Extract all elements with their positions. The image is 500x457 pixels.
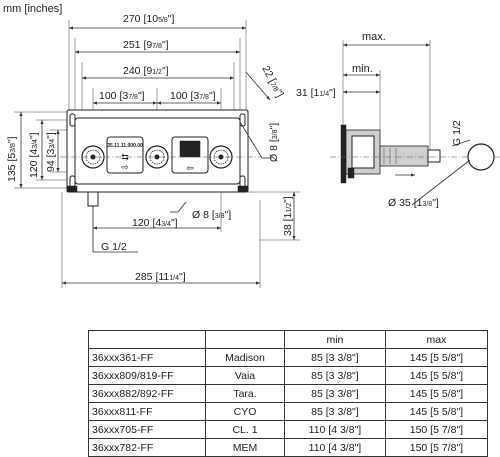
table-row: 36xxx882/892-FF Tara. 85 [3 3/8"] 145 [5… bbox=[88, 384, 489, 403]
table-header bbox=[204, 330, 286, 349]
thread-label-front: G 1/2 bbox=[101, 241, 127, 253]
max-value: 150 [5 7/8"] bbox=[384, 420, 489, 439]
arrows-swap-icon: ⇆ bbox=[121, 152, 129, 162]
model-code: 36xxx882/892-FF bbox=[88, 384, 206, 403]
model-code: 36xxx361-FF bbox=[88, 348, 206, 367]
valve-cartridge bbox=[351, 135, 375, 169]
model-code: 36xxx782-FF bbox=[88, 438, 206, 457]
inlet-connector bbox=[87, 191, 99, 207]
model-dimensions-table: min max 36xxx361-FF Madison 85 [3 3/8"] … bbox=[88, 330, 489, 457]
spindle bbox=[379, 145, 429, 167]
arrow-right-icon: ⇨ bbox=[121, 162, 129, 172]
model-name: Madison bbox=[204, 348, 286, 367]
dim-100-left-label: 100 [37/8"] bbox=[99, 90, 145, 102]
dim-285-label: 285 [111/4"] bbox=[135, 271, 186, 283]
technical-drawing: mm [inches] 270 [105/8"] 251 [97/8"] 240… bbox=[3, 3, 500, 288]
arrow-left-icon: ⇦ bbox=[186, 163, 194, 173]
brand-logo-icon bbox=[179, 140, 201, 158]
table-row: 36xxx705-FF CL. 1 110 [4 3/8"] 150 [5 7/… bbox=[88, 420, 489, 439]
table-row: 36xxx782-FF MEM 110 [4 3/8"] 150 [5 7/8"… bbox=[88, 438, 489, 457]
table-row: 36xxx809/819-FF Vaia 85 [3 3/8"] 145 [5 … bbox=[88, 366, 489, 385]
model-code: 36xxx809/819-FF bbox=[88, 366, 206, 385]
dim-120-bottom-label: 120 [43/4"] bbox=[132, 217, 178, 229]
dim-94-label: 94 [33/4"] bbox=[45, 132, 57, 172]
wall-flange bbox=[340, 124, 347, 184]
model-name: Tara. bbox=[204, 384, 286, 403]
model-name: CL. 1 bbox=[204, 420, 286, 439]
dim-8-bottom-label: Ø 8 [3/8"] bbox=[192, 209, 231, 221]
side-view: max. min. 31 [11/4"] G 1/2 Ø 35 [13/8"] bbox=[296, 31, 500, 209]
dim-38-label: 38 [11/2"] bbox=[282, 196, 294, 236]
dim-240-label: 240 [91/2"] bbox=[123, 65, 169, 77]
front-view: 270 [105/8"] 251 [97/8"] 240 [91/2"] 100… bbox=[6, 13, 300, 288]
min-value: 85 [3 3/8"] bbox=[284, 348, 386, 367]
table-header bbox=[88, 330, 206, 349]
table-row: 36xxx811-FF CYO 85 [3 3/8"] 145 [5 5/8"] bbox=[88, 402, 489, 421]
dim-251-label: 251 [97/8"] bbox=[123, 39, 169, 51]
model-name: MEM bbox=[204, 438, 286, 457]
table-header-max: max bbox=[384, 330, 489, 349]
dim-100-right-label: 100 [37/8"] bbox=[170, 90, 216, 102]
dim-22-label: 22 [7/8"] bbox=[259, 64, 286, 100]
model-name: Vaia bbox=[204, 366, 286, 385]
model-code: 36xxx811-FF bbox=[88, 402, 206, 421]
max-value: 145 [5 5/8"] bbox=[384, 384, 489, 403]
min-value: 110 [4 3/8"] bbox=[284, 438, 386, 457]
max-value: 145 [5 5/8"] bbox=[384, 402, 489, 421]
spindle-tip bbox=[427, 149, 441, 163]
table-header-min: min bbox=[284, 330, 386, 349]
min-value: 85 [3 3/8"] bbox=[284, 384, 386, 403]
max-label: max. bbox=[362, 31, 386, 43]
model-name: CYO bbox=[204, 402, 286, 421]
units-label: mm [inches] bbox=[3, 3, 62, 15]
valve-right bbox=[209, 145, 233, 169]
min-label: min. bbox=[352, 63, 373, 75]
label-plate-left bbox=[106, 136, 144, 174]
dim-8-top-label: Ø 8 [3/8"] bbox=[268, 123, 280, 162]
thread-label-side: G 1/2 bbox=[451, 120, 463, 146]
max-value: 150 [5 7/8"] bbox=[384, 438, 489, 457]
dim-31-label: 31 [11/4"] bbox=[296, 87, 336, 99]
dim-135-label: 135 [53/8"] bbox=[6, 136, 18, 182]
dim-120-label: 120 [43/4"] bbox=[28, 132, 40, 178]
plate-code: 35.11.11.000.00 bbox=[107, 143, 143, 149]
max-value: 145 [5 5/8"] bbox=[384, 366, 489, 385]
max-value: 145 [5 5/8"] bbox=[384, 348, 489, 367]
dim-270-label: 270 [105/8"] bbox=[123, 13, 175, 25]
min-value: 85 [3 3/8"] bbox=[284, 402, 386, 421]
dim-35-label: Ø 35 [13/8"] bbox=[388, 197, 439, 209]
model-code: 36xxx705-FF bbox=[88, 420, 206, 439]
table-header-row: min max bbox=[88, 330, 489, 349]
min-value: 85 [3 3/8"] bbox=[284, 366, 386, 385]
connector-circle bbox=[467, 143, 495, 171]
table-row: 36xxx361-FF Madison 85 [3 3/8"] 145 [5 5… bbox=[88, 348, 489, 367]
min-value: 110 [4 3/8"] bbox=[284, 420, 386, 439]
